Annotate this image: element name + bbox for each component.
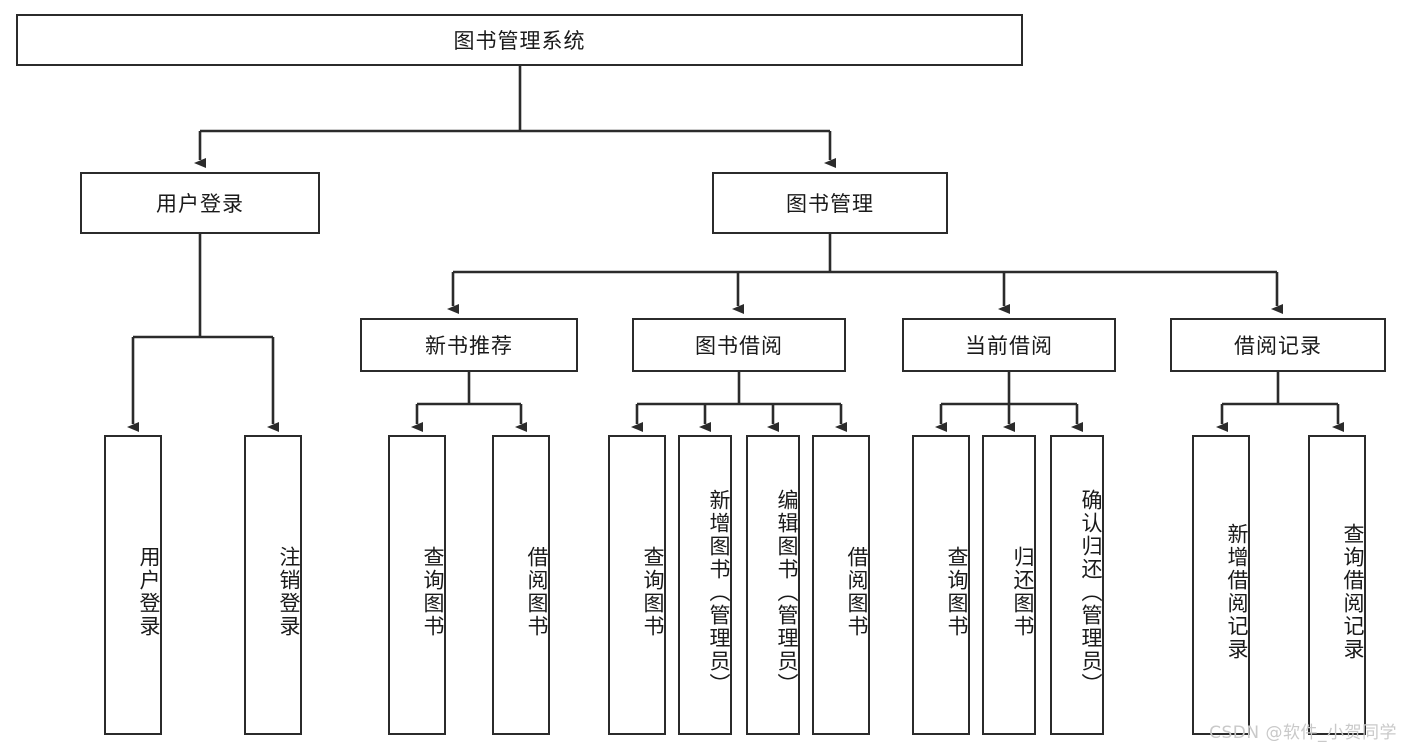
node-current-borrow[interactable]: 当前借阅 <box>902 318 1116 372</box>
node-label: 查询图书 <box>421 546 445 638</box>
leaf-current-borrow-query[interactable]: 查询图书 <box>912 435 970 735</box>
node-new-book-recommend[interactable]: 新书推荐 <box>360 318 578 372</box>
node-label: 归还图书 <box>1011 546 1035 638</box>
node-label: 新书推荐 <box>425 334 513 358</box>
node-label: 用户登录 <box>156 192 244 216</box>
node-user-login[interactable]: 用户登录 <box>80 172 320 234</box>
node-label: 查询图书 <box>945 546 969 638</box>
node-label: 图书管理 <box>786 192 874 216</box>
leaf-new-book-borrow[interactable]: 借阅图书 <box>492 435 550 735</box>
node-label: 图书管理系统 <box>453 29 586 53</box>
node-label: 新增借阅记录 <box>1225 523 1249 661</box>
node-label: 当前借阅 <box>965 334 1053 358</box>
node-label: 注销登录 <box>277 546 301 638</box>
leaf-book-borrow-query[interactable]: 查询图书 <box>608 435 666 735</box>
node-label: 借阅图书 <box>525 546 549 638</box>
node-label: 确认归还（管理员） <box>1079 488 1103 696</box>
node-label: 新增图书（管理员） <box>707 488 731 696</box>
leaf-book-borrow-edit[interactable]: 编辑图书（管理员） <box>746 435 800 735</box>
node-label: 图书借阅 <box>695 334 783 358</box>
leaf-user-login-login[interactable]: 用户登录 <box>104 435 162 735</box>
leaf-book-borrow-add[interactable]: 新增图书（管理员） <box>678 435 732 735</box>
leaf-current-borrow-confirm[interactable]: 确认归还（管理员） <box>1050 435 1104 735</box>
node-label: 查询借阅记录 <box>1341 523 1365 661</box>
leaf-user-login-logout[interactable]: 注销登录 <box>244 435 302 735</box>
node-book-management[interactable]: 图书管理 <box>712 172 948 234</box>
csdn-watermark: CSDN @软件_小贺同学 <box>1209 723 1397 743</box>
node-label: 用户登录 <box>137 546 161 638</box>
node-root-system[interactable]: 图书管理系统 <box>16 14 1023 66</box>
node-label: 借阅记录 <box>1234 334 1322 358</box>
node-book-borrow[interactable]: 图书借阅 <box>632 318 846 372</box>
node-label: 查询图书 <box>641 546 665 638</box>
leaf-borrow-record-add[interactable]: 新增借阅记录 <box>1192 435 1250 735</box>
leaf-borrow-record-query[interactable]: 查询借阅记录 <box>1308 435 1366 735</box>
leaf-current-borrow-return[interactable]: 归还图书 <box>982 435 1036 735</box>
leaf-new-book-query[interactable]: 查询图书 <box>388 435 446 735</box>
node-borrow-record[interactable]: 借阅记录 <box>1170 318 1386 372</box>
node-label: 借阅图书 <box>845 546 869 638</box>
node-label: 编辑图书（管理员） <box>775 488 799 696</box>
leaf-book-borrow-borrow[interactable]: 借阅图书 <box>812 435 870 735</box>
